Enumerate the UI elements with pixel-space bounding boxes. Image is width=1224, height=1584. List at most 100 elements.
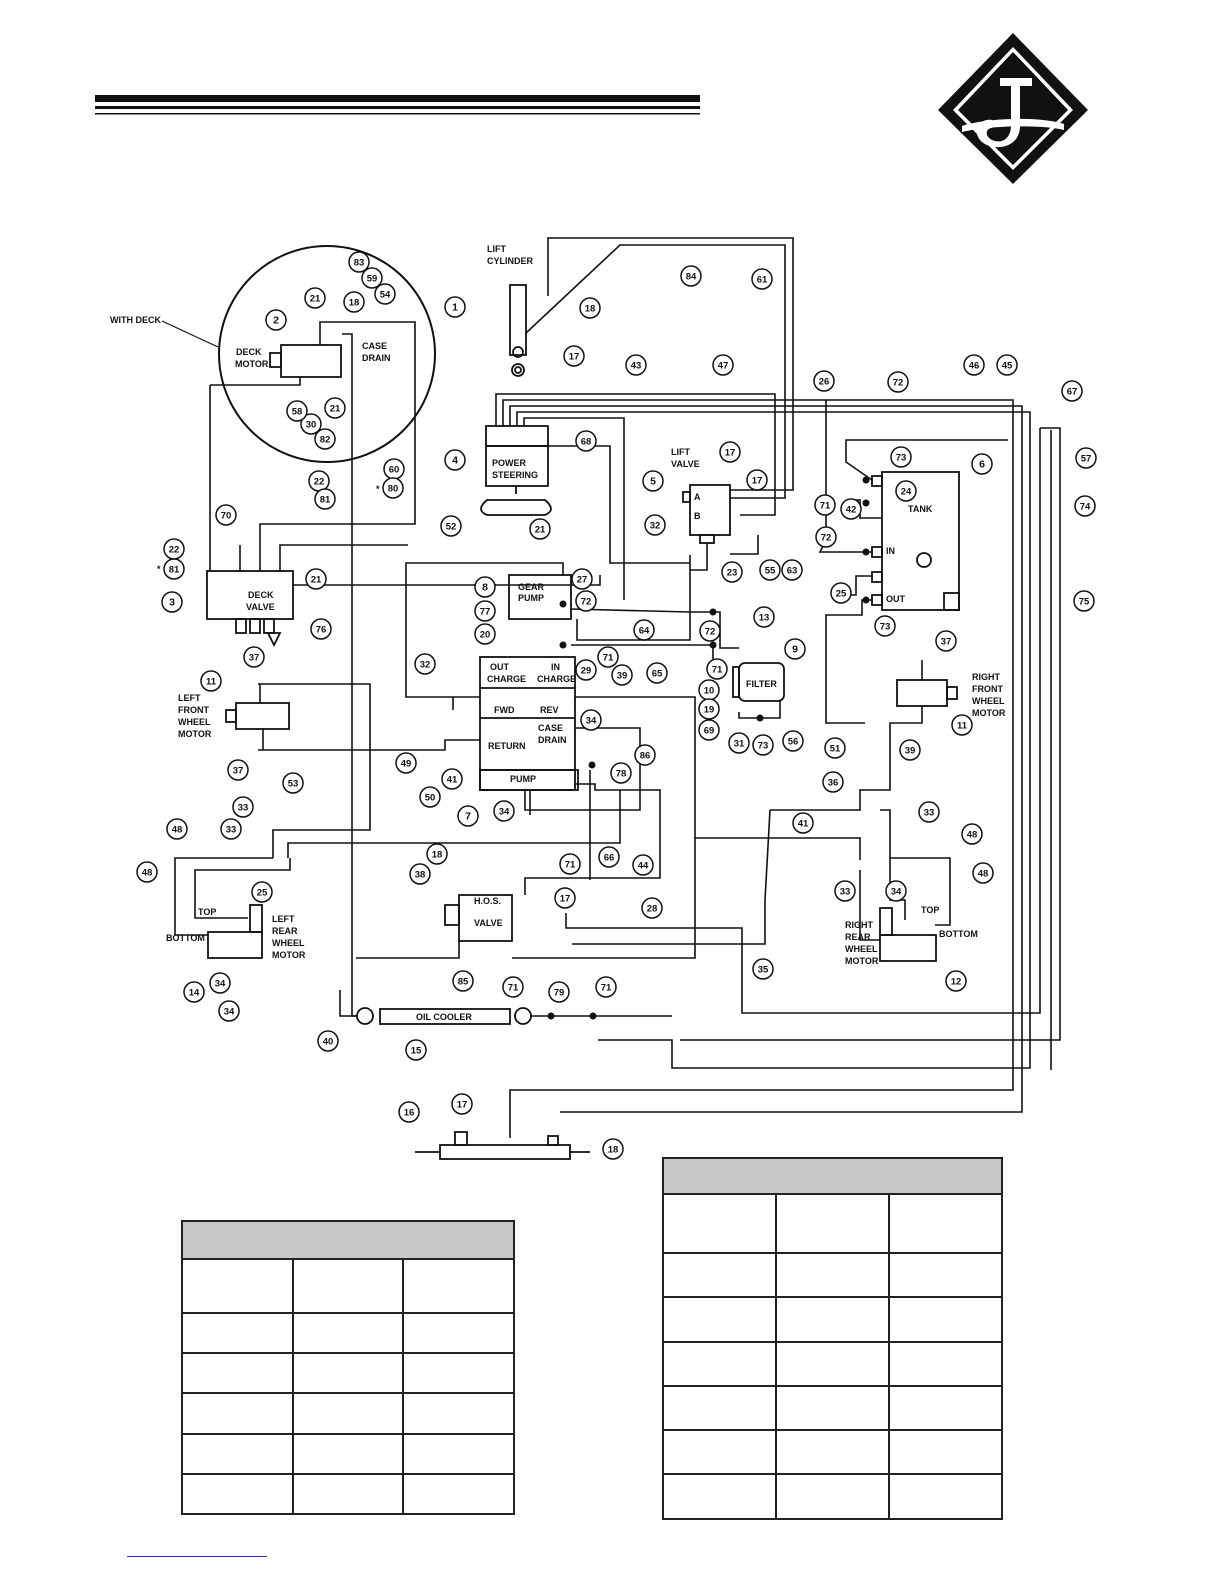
callout-37: 37: [227, 759, 249, 781]
callout-21: 21: [305, 568, 327, 590]
component-label: WHEEL: [972, 696, 1005, 706]
callout-6: 6: [971, 453, 993, 475]
callout-number: 71: [820, 501, 831, 512]
callout-number: 81: [320, 495, 331, 506]
callout-number: 25: [257, 888, 268, 899]
callout-number: 21: [311, 575, 322, 586]
callout-circle: [746, 469, 768, 491]
callout-65: 65: [646, 662, 668, 684]
callout-number: 24: [901, 487, 912, 498]
callout-20: 20: [474, 623, 496, 645]
table-cell: [888, 1384, 1003, 1432]
callout-circle: [721, 561, 743, 583]
component-label: LIFT: [671, 447, 690, 457]
component-label: BOTTOM: [166, 933, 205, 943]
component-label: CHARGE: [487, 674, 526, 684]
callout-number: 66: [604, 853, 615, 864]
callout-circle: [183, 981, 205, 1003]
component-label: PUMP: [518, 593, 544, 603]
callout-79: 79: [548, 981, 570, 1003]
callout-25: 25: [251, 881, 273, 903]
callout-number: 72: [821, 533, 832, 544]
callout-44: 44: [632, 854, 654, 876]
callout-25: 25: [830, 582, 852, 604]
footer-link-rule: [127, 1556, 267, 1557]
callout-11: 11: [951, 714, 973, 736]
callout-number: 18: [432, 850, 443, 861]
left-front-wheel-motor: [235, 702, 290, 730]
callout-number: 29: [581, 666, 592, 677]
callout-circle: [963, 354, 985, 376]
component-label: LIFT: [487, 244, 506, 254]
callout-number: 35: [758, 965, 769, 976]
callout-68: 68: [575, 430, 597, 452]
lift-cylinder: [509, 284, 527, 356]
callout-number: 34: [215, 979, 226, 990]
callout-circle: [1073, 590, 1095, 612]
table-cell: [402, 1352, 515, 1395]
callout-number: 56: [788, 737, 799, 748]
callout-number: 28: [647, 904, 658, 915]
component-label: CHARGE: [537, 674, 576, 684]
callout-circle: [815, 526, 837, 548]
callout-1: 1: [444, 296, 466, 318]
callout-number: 4: [452, 455, 458, 467]
component-label: RIGHT: [972, 672, 1001, 682]
table-cell: [402, 1258, 515, 1314]
callout-number: 33: [238, 803, 249, 814]
callout-number: 75: [1079, 597, 1090, 608]
callout-circle: [554, 887, 576, 909]
callout-circle: [753, 606, 775, 628]
callout-52: 52: [440, 515, 462, 537]
table-cell: [888, 1296, 1003, 1343]
callout-circle: [305, 568, 327, 590]
callout-17: 17: [746, 469, 768, 491]
callout-circle: [474, 623, 496, 645]
callout-circle: [444, 449, 466, 471]
callout-circle: [548, 981, 570, 1003]
table-cell: [291, 1392, 405, 1435]
callout-47: 47: [712, 354, 734, 376]
callout-number: 17: [752, 476, 763, 487]
component-label: LEFT: [272, 914, 295, 924]
component-label: MOTOR: [845, 956, 879, 966]
table-cell: [775, 1473, 890, 1520]
callout-number: 9: [792, 644, 798, 656]
callout-circle: [759, 559, 781, 581]
callout-29: 29: [575, 659, 597, 681]
callout-number: 76: [316, 625, 327, 636]
callout-37: 37: [935, 630, 957, 652]
callout-33: 33: [232, 796, 254, 818]
table-cell: [662, 1473, 777, 1520]
component-label: MOTOR: [235, 359, 269, 369]
callout-number: 72: [893, 378, 904, 389]
callout-number: 3: [169, 597, 175, 609]
callout-21: 21: [529, 518, 551, 540]
callout-3: 3: [161, 591, 183, 613]
callout-11: 11: [200, 670, 222, 692]
callout-70: 70: [215, 504, 237, 526]
component-label: VALVE: [474, 918, 503, 928]
callout-number: 80: [388, 484, 399, 495]
callout-circle: [200, 670, 222, 692]
callout-circle: [602, 1138, 624, 1160]
callout-number: 72: [581, 597, 592, 608]
callout-circle: [792, 812, 814, 834]
table-row: [662, 1252, 1003, 1299]
callout-circle: [314, 488, 336, 510]
left-rear-wheel-motor: [207, 931, 263, 959]
callout-number: 21: [330, 404, 341, 415]
callout-circle: [1074, 495, 1096, 517]
callout-63: 63: [781, 559, 803, 581]
table-cell: [291, 1473, 405, 1516]
callout-number: 44: [638, 861, 649, 872]
callout-circle: [559, 853, 581, 875]
callout-circle: [822, 771, 844, 793]
callout-30: 30: [300, 413, 322, 435]
callout-84: 84: [680, 265, 702, 287]
callout-number: 67: [1067, 387, 1078, 398]
callout-circle: [644, 514, 666, 536]
callout-number: 27: [577, 575, 588, 586]
callout-34: 34: [580, 709, 602, 731]
callout-number: 48: [142, 868, 153, 879]
